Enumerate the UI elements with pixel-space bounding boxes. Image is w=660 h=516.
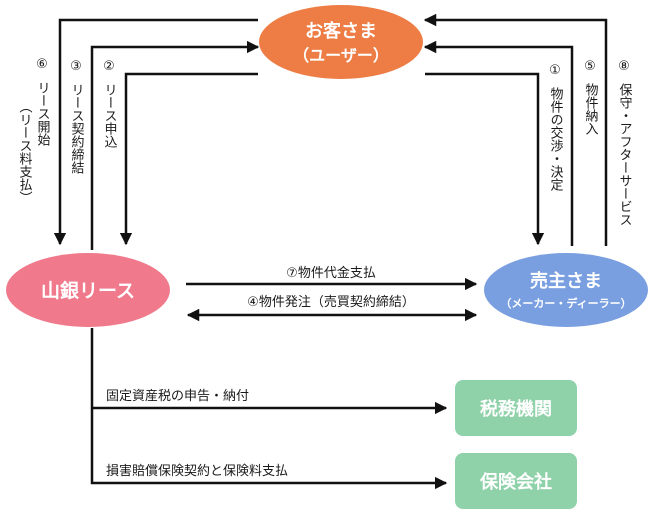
label-payment: ⑦物件代金支払 <box>286 265 376 281</box>
label-maintenance-num: ⑧ <box>618 59 630 74</box>
arrow-lease-start <box>53 18 258 246</box>
label-insurance: 損害賠償保険契約と保険料支払 <box>106 463 288 479</box>
seller-label: 売主さま <box>530 270 602 292</box>
label-lease-contract-num: ③ <box>70 59 82 74</box>
arrow-tax <box>90 328 448 490</box>
label-lease-contract-text: リース契約締結 <box>69 83 85 174</box>
label-lease-application: ② リース申込 <box>102 59 118 148</box>
label-lease-start-num: ⑥ <box>36 57 48 72</box>
customer-label: お客さま <box>305 20 377 42</box>
arrow-lease-contract <box>90 40 260 250</box>
label-delivery: ⑤ 物件納入 <box>583 59 599 135</box>
label-lease-application-num: ② <box>103 59 115 74</box>
label-delivery-num: ⑤ <box>584 59 596 74</box>
label-lease-contract: ③ リース契約締結 <box>69 59 85 174</box>
label-maintenance-text: 保守・アフターサービス <box>617 83 633 226</box>
label-lease-start-paren: （リース料支払） <box>17 100 33 204</box>
label-negotiation-num: ① <box>549 63 561 78</box>
insurer-label: 保険会社 <box>479 471 552 493</box>
label-lease-start: ⑥ リース開始 （リース料支払） <box>17 57 51 204</box>
label-lease-application-text: リース申込 <box>102 83 118 148</box>
bank-label: 山銀リース <box>41 279 135 302</box>
arrow-lease-application <box>119 72 258 246</box>
bank-node: 山銀リース <box>6 253 170 327</box>
customer-node: お客さま （ユーザー） <box>259 5 423 79</box>
customer-sublabel: （ユーザー） <box>293 46 389 65</box>
seller-node: 売主さま （メーカー・ディーラー） <box>484 253 648 327</box>
insurer-node: 保険会社 <box>455 453 577 509</box>
tax-office-label: 税務機関 <box>480 398 552 420</box>
label-lease-start-text: リース開始 <box>35 81 51 146</box>
arrow-maintenance <box>423 13 608 246</box>
seller-sublabel: （メーカー・ディーラー） <box>500 296 631 310</box>
label-order: ④物件発注（売買契約締結） <box>247 294 415 310</box>
label-delivery-text: 物件納入 <box>583 83 599 135</box>
label-negotiation-text: 物件の交渉・決定 <box>548 87 564 192</box>
tax-office-node: 税務機関 <box>455 380 577 436</box>
label-negotiation: ① 物件の交渉・決定 <box>548 63 564 192</box>
label-maintenance: ⑧ 保守・アフターサービス <box>617 59 633 226</box>
arrow-delivery <box>423 40 574 246</box>
arrow-negotiation <box>425 72 545 246</box>
label-tax: 固定資産税の申告・納付 <box>106 388 249 404</box>
